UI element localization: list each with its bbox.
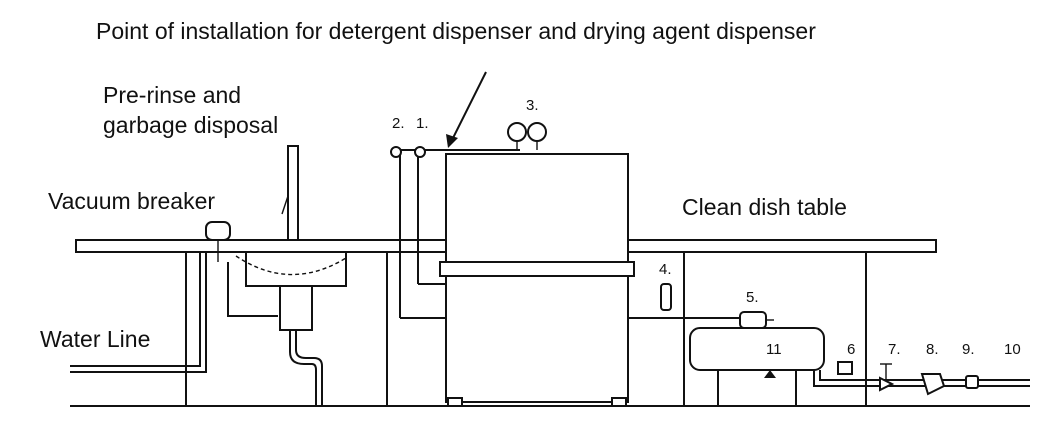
- callout-5: 5.: [746, 289, 759, 306]
- dispenser-connection-1: [414, 146, 426, 158]
- dishwasher-foot: [447, 397, 463, 407]
- installation-arrowhead: [446, 134, 458, 148]
- water-line-pipe: [70, 252, 207, 373]
- vacuum-breaker-label: Vacuum breaker: [48, 188, 216, 214]
- vacuum-breaker: [205, 221, 231, 241]
- item-8-regulator: [920, 373, 946, 396]
- item-4-filter: [660, 283, 672, 311]
- item-7-valve: [879, 376, 895, 392]
- callout-10: 10: [1004, 341, 1021, 358]
- item-6-gauge: [837, 361, 853, 375]
- incoming-feed-line-inner: [819, 370, 1030, 381]
- callout-8: 8.: [926, 341, 939, 358]
- sink-supply-pipe: [227, 262, 278, 317]
- item-11-drain: [764, 370, 776, 378]
- pre-rinse-label-line1: Pre-rinse and: [103, 82, 242, 108]
- callout-9: 9.: [962, 341, 975, 358]
- dishwasher-shelf: [439, 261, 635, 277]
- water-line-label: Water Line: [40, 326, 151, 352]
- callout-2: 2.: [392, 115, 405, 132]
- drain-pipe-inner: [289, 330, 317, 406]
- installation-arrow: [451, 71, 487, 141]
- callout-4: 4.: [659, 261, 672, 278]
- item-5-valve: [739, 311, 767, 329]
- pre-rinse-label-line2: garbage disposal: [103, 112, 279, 138]
- water-line-pipe-inner: [70, 252, 201, 367]
- clean-dish-table-label: Clean dish table: [682, 194, 847, 220]
- dishwasher-body: [445, 153, 629, 403]
- callout-11: 11: [766, 341, 782, 358]
- booster-heater-tank: [689, 327, 825, 371]
- callout-6: 6: [847, 341, 856, 358]
- callout-7: 7.: [888, 341, 901, 358]
- installation-point-label: Point of installation for detergent disp…: [96, 18, 816, 44]
- drain-pipe: [295, 330, 323, 406]
- pressure-gauge-left: [507, 122, 527, 142]
- callout-1: 1.: [416, 115, 429, 132]
- item-9-fitting: [965, 375, 979, 389]
- dispenser-connection-2: [390, 146, 402, 158]
- pre-rinse-riser: [287, 145, 299, 241]
- pre-rinse-hose: [281, 195, 289, 215]
- garbage-disposal-unit: [279, 285, 313, 331]
- dishwasher-foot: [611, 397, 627, 407]
- pressure-gauge-right: [527, 122, 547, 142]
- sink-water: [235, 255, 347, 276]
- sink-basin: [236, 251, 347, 287]
- callout-3: 3.: [526, 97, 539, 114]
- incoming-feed-line: [813, 370, 1030, 387]
